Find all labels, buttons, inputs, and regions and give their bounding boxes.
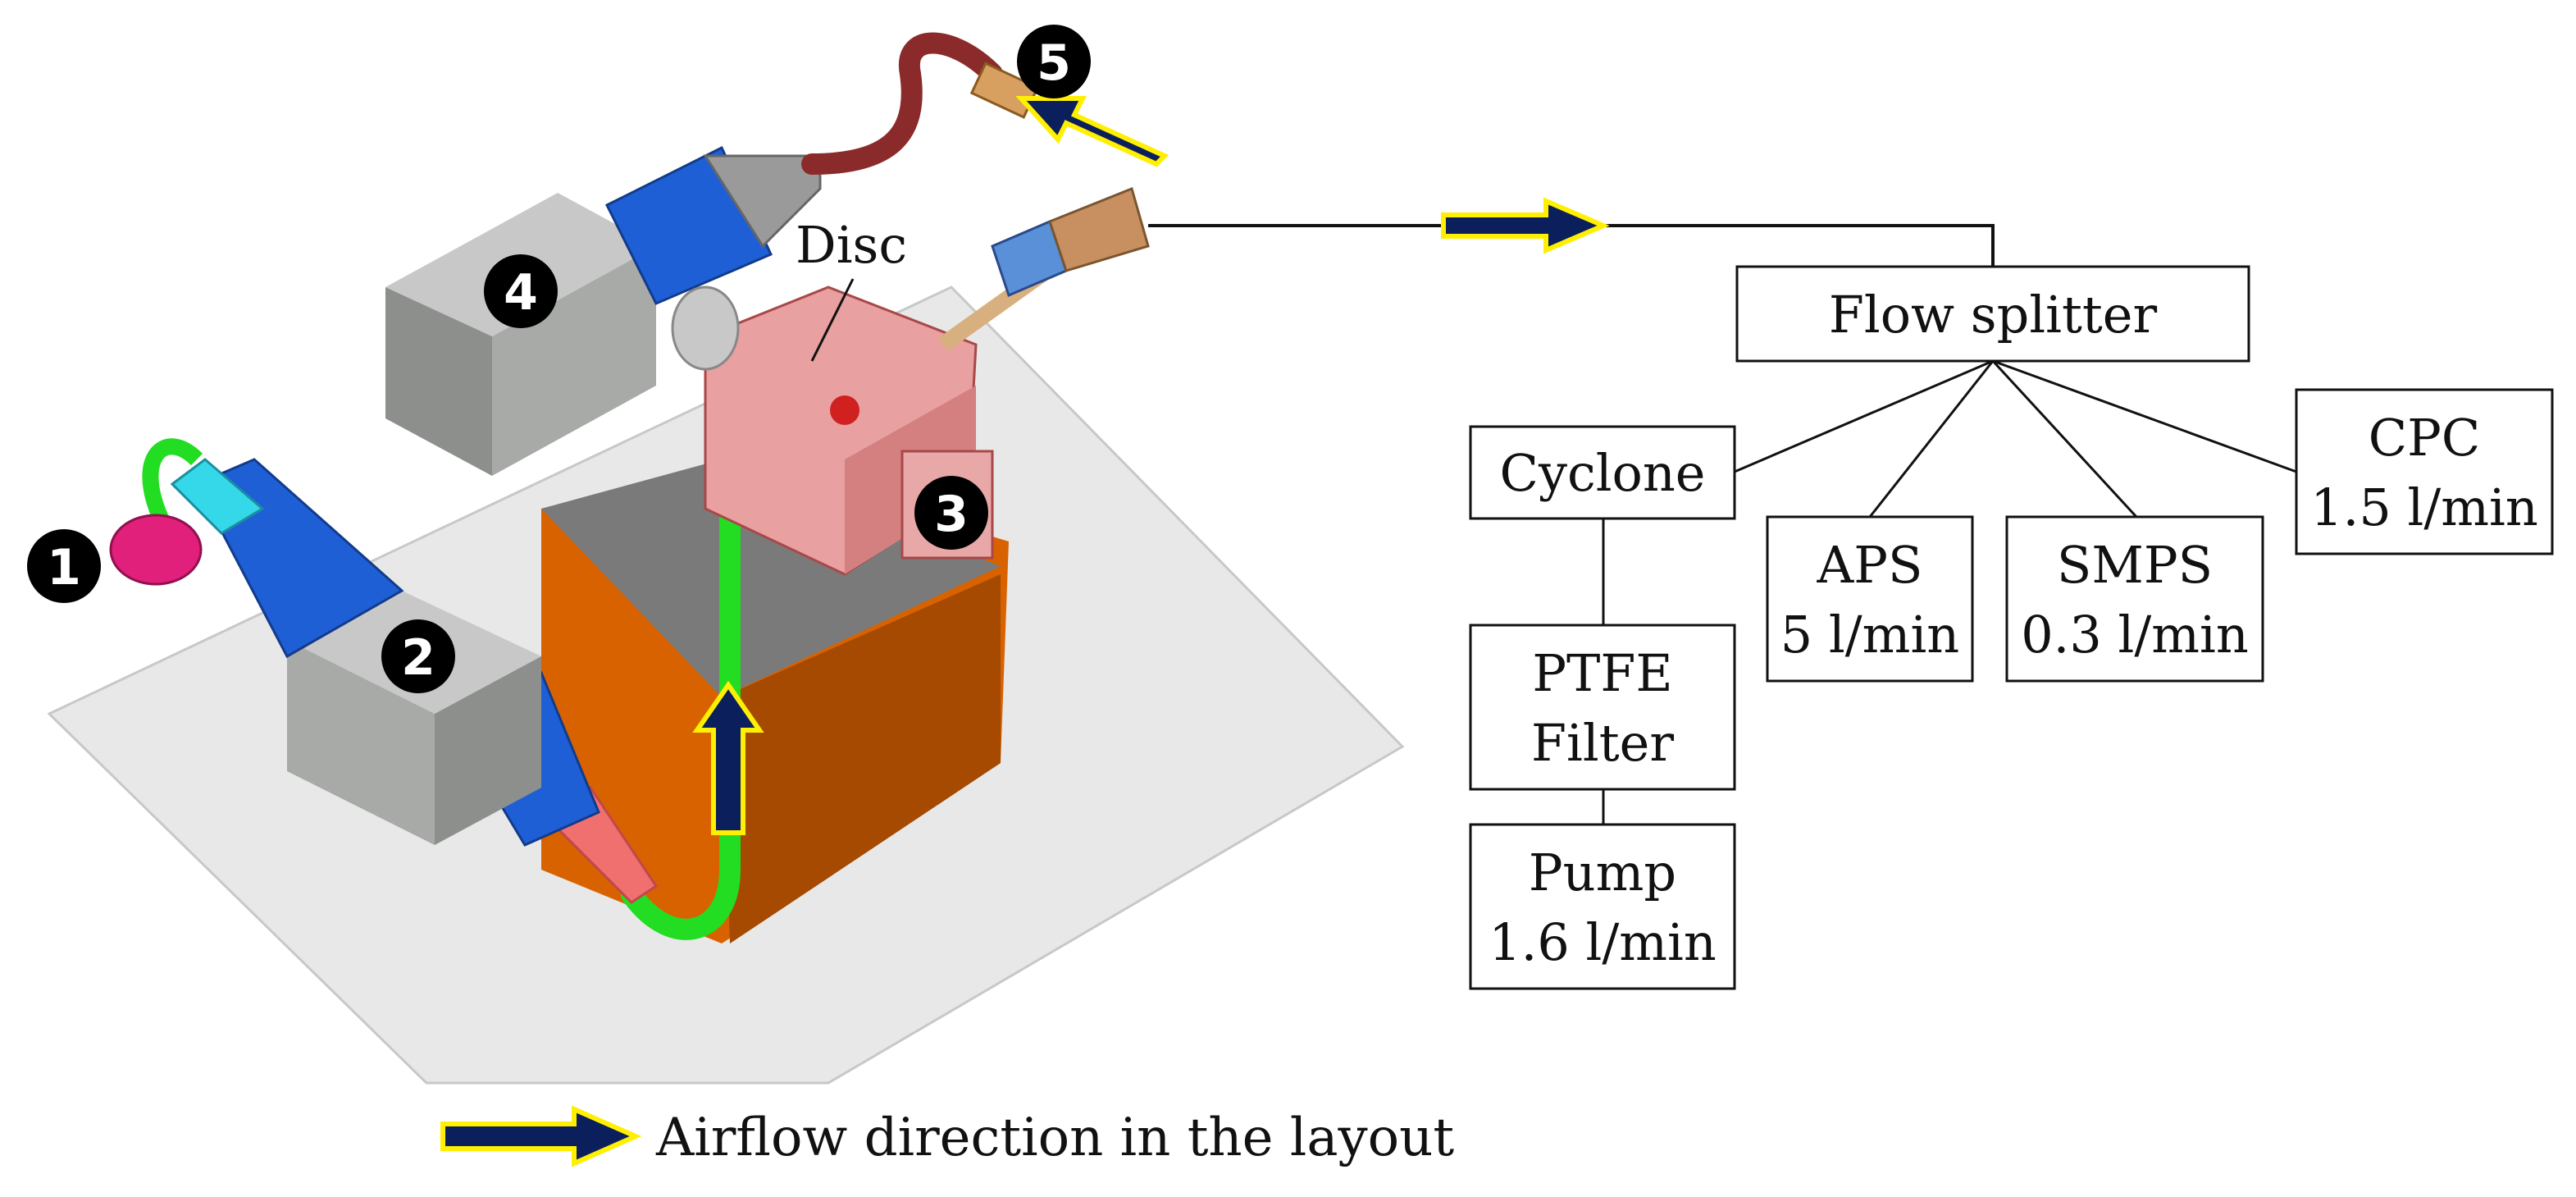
svg-text:5: 5 [1037,34,1071,92]
box-flow-splitter: Flow splitter [1735,265,2250,363]
outlet-connection [1148,197,1995,267]
line-splitter-smps [1991,359,2138,519]
legend-label: Airflow direction in the layout [655,1108,1454,1168]
svg-text:Pump: Pump [1529,843,1676,902]
fan-unit [109,514,203,586]
box-aps: APS 5 l/min [1766,515,1974,683]
legend: Airflow direction in the layout [440,1105,1454,1168]
line-splitter-aps [1868,360,1995,518]
marker-3: 3 [914,476,988,550]
svg-text:APS: APS [1817,535,1923,595]
svg-text:1.5 l/min: 1.5 l/min [2310,477,2538,537]
svg-text:CPC: CPC [2369,408,2481,468]
disc-leader [810,278,855,362]
marker-2: 2 [381,619,455,693]
svg-text:1.6 l/min: 1.6 l/min [1489,912,1717,972]
svg-text:1: 1 [47,539,81,596]
marker-5: 5 [1017,25,1091,98]
airflow-arrow-outlet [1441,197,1610,254]
box-ptfe-filter: PTFE Filter [1469,624,1736,791]
airflow-arrow-hose [692,680,764,835]
line-splitter-cpc [1992,359,2297,473]
box-cpc: CPC 1.5 l/min [2295,388,2554,555]
airflow-arrow-top [1015,96,1169,167]
setup-illustration: Disc 1 2 3 4 5 [27,25,1405,1085]
svg-text:3: 3 [934,486,969,543]
svg-text:SMPS: SMPS [2057,535,2213,595]
disc-label: Disc [796,215,907,275]
cyan-cone [170,458,265,535]
flow-diagram: Flow splitter Cyclone APS 5 l/min SMPS 0… [1469,265,2554,990]
tan-probe [1048,186,1150,272]
svg-text:PTFE: PTFE [1532,643,1672,703]
svg-text:Flow splitter: Flow splitter [1829,285,2158,345]
marker-1: 1 [27,529,101,603]
marker-4: 4 [484,254,558,328]
fan-hose [142,438,203,529]
svg-text:4: 4 [504,264,538,322]
box-pump: Pump 1.6 l/min [1469,823,1736,990]
grey-box-4 [385,193,656,476]
box-cyclone: Cyclone [1469,425,1736,520]
svg-text:0.3 l/min: 0.3 l/min [2021,605,2249,665]
svg-text:2: 2 [401,629,435,687]
grey-cone-top [703,154,822,249]
svg-text:Cyclone: Cyclone [1500,443,1706,503]
legend-arrow [440,1105,642,1167]
box-smps: SMPS 0.3 l/min [2005,515,2264,683]
pink-chamber [671,286,994,576]
line-splitter-cyclone [1734,359,1994,473]
red-duct [801,32,1003,175]
svg-text:Filter: Filter [1531,713,1674,773]
orange-block [541,459,1009,943]
svg-text:5 l/min: 5 l/min [1780,605,1959,665]
